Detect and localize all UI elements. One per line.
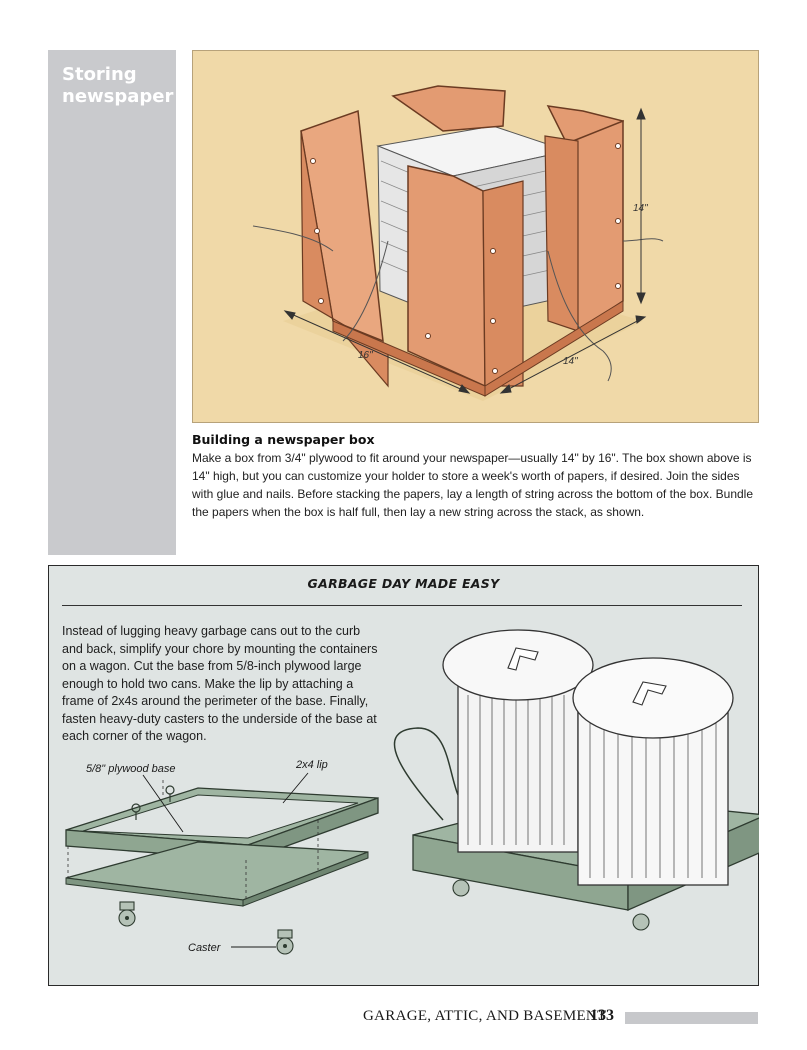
plywood-base-label: 5/8" plywood base — [86, 763, 176, 775]
dimension-width: 16" — [358, 350, 373, 361]
section-title: Storing newspaper — [62, 64, 174, 107]
box-title: GARBAGE DAY MADE EASY — [307, 576, 500, 591]
lip-label: 2x4 lip — [295, 759, 328, 771]
exploded-wagon-base — [65, 772, 379, 955]
caster-label: Caster — [188, 942, 222, 954]
dimension-height: 14" — [633, 203, 648, 214]
footer-bar — [625, 1012, 758, 1024]
garbage-wagon-illustration: 5/8" plywood base 2x4 lip Caster — [48, 620, 769, 986]
box-body-text: Instead of lugging heavy garbage cans ou… — [62, 624, 378, 743]
newspaper-box-drawing: 14" 16" 14" — [252, 85, 664, 401]
caster-wheels — [118, 901, 294, 955]
garbage-can-back — [442, 629, 594, 853]
newspaper-box-illustration: 14" 16" 14" — [192, 50, 759, 423]
sidebar-panel — [48, 50, 176, 555]
garbage-can-front — [572, 657, 734, 886]
page-number: 133 — [590, 1007, 614, 1024]
caption-body: Make a box from 3/4" plywood to fit arou… — [192, 451, 753, 519]
box-title-rule — [62, 605, 742, 606]
assembled-wagon — [393, 629, 769, 931]
caption-title: Building a newspaper box — [192, 432, 375, 447]
garbage-wagon-drawing: 5/8" plywood base 2x4 lip Caster — [65, 629, 769, 955]
dimension-depth: 14" — [563, 356, 578, 367]
footer-section-title: GARAGE, ATTIC, AND BASEMENT — [363, 1008, 607, 1024]
